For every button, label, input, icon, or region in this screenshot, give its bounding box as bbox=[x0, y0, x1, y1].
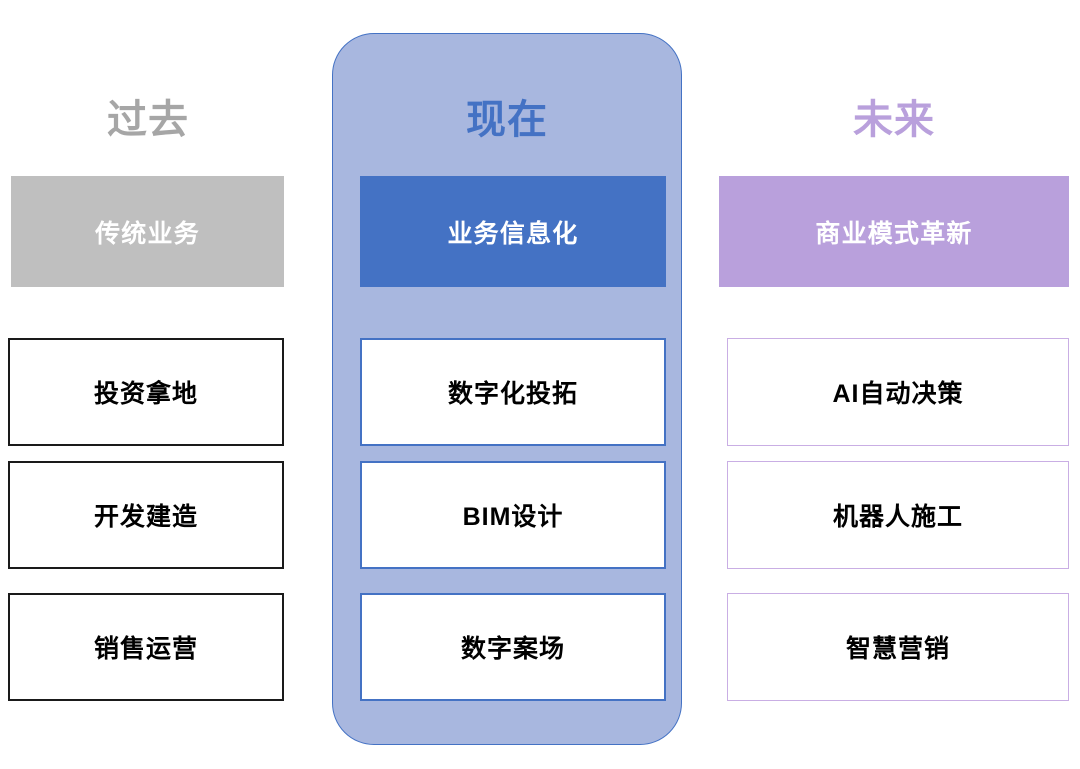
cell-past-2: 开发建造 bbox=[8, 461, 284, 569]
cell-present-2: BIM设计 bbox=[360, 461, 666, 569]
banner-future: 商业模式革新 bbox=[719, 176, 1069, 287]
cell-future-2: 机器人施工 bbox=[727, 461, 1069, 569]
banner-present: 业务信息化 bbox=[360, 176, 666, 287]
cell-future-1: AI自动决策 bbox=[727, 338, 1069, 446]
cell-future-3: 智慧营销 bbox=[727, 593, 1069, 701]
column-header-future: 未来 bbox=[853, 98, 935, 142]
cell-present-1: 数字化投拓 bbox=[360, 338, 666, 446]
cell-present-3: 数字案场 bbox=[360, 593, 666, 701]
banner-past: 传统业务 bbox=[11, 176, 284, 287]
column-header-past: 过去 bbox=[107, 98, 189, 142]
cell-past-1: 投资拿地 bbox=[8, 338, 284, 446]
cell-past-3: 销售运营 bbox=[8, 593, 284, 701]
column-header-present: 现在 bbox=[466, 98, 548, 142]
